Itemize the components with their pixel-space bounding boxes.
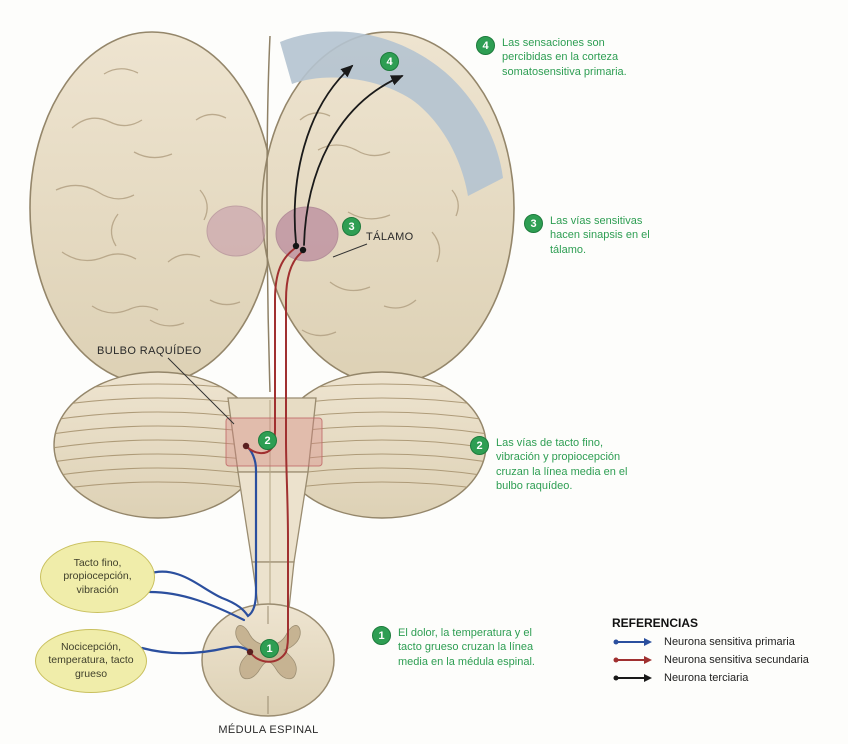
annotation-step-3-text: Las vías sensitivas hacen sinapsis en el… <box>550 215 650 256</box>
annotation-step-3-badge: 3 <box>524 214 543 233</box>
primary-neuron-pathways <box>140 444 258 655</box>
annotation-step-1: 1 El dolor, la temperatura y el tacto gr… <box>372 626 537 669</box>
tertiary-neuron-line-icon <box>613 674 652 682</box>
primary-neuron-line-icon <box>613 638 652 646</box>
label-talamo: TÁLAMO <box>366 231 414 243</box>
annotation-step-3: 3 Las vías sensitivas hacen sinapsis en … <box>524 214 674 257</box>
label-medula-espinal: MÉDULA ESPINAL <box>218 724 319 736</box>
legend-item-primary-label: Neurona sensitiva primaria <box>664 636 795 648</box>
secondary-neuron-line-icon <box>613 656 652 664</box>
stimulus-oval-nociception: Nocicepción, temperatura, tacto grueso <box>35 629 147 693</box>
annotation-step-1-text: El dolor, la temperatura y el tacto grue… <box>398 627 535 668</box>
synapse-dots <box>242 242 307 656</box>
annotation-step-2: 2 Las vías de tacto fino, vibración y pr… <box>470 436 650 493</box>
thalamus <box>206 205 339 262</box>
legend-title: REFERENCIAS <box>612 616 699 630</box>
annotation-step-4-badge: 4 <box>476 36 495 55</box>
legend-references: REFERENCIAS Neurona sensitiva primaria N… <box>598 616 848 684</box>
step-marker-4: 4 <box>380 52 399 71</box>
step-marker-2: 2 <box>258 431 277 450</box>
legend-item-primary: Neurona sensitiva primaria <box>598 636 848 648</box>
spinal-cord <box>201 603 335 717</box>
annotation-step-1-badge: 1 <box>372 626 391 645</box>
legend-item-secondary: Neurona sensitiva secundaria <box>598 654 848 666</box>
step-marker-1: 1 <box>260 639 279 658</box>
legend-item-tertiary-label: Neurona terciaria <box>664 672 749 684</box>
stimulus-oval-nociception-text: Nocicepción, temperatura, tacto grueso <box>48 641 134 680</box>
annotation-step-4-text: Las sensaciones son percibidas en la cor… <box>502 37 627 78</box>
annotation-step-2-text: Las vías de tacto fino, vibración y prop… <box>496 437 628 492</box>
stimulus-oval-fine-touch-text: Tacto fino, propiocepción, vibración <box>63 557 132 596</box>
leader-lines <box>167 243 368 425</box>
cerebellum <box>53 371 487 519</box>
somatosensory-cortex-band <box>280 31 503 197</box>
tertiary-neuron-pathways <box>293 64 404 246</box>
annotation-step-4: 4 Las sensaciones son percibidas en la c… <box>476 36 651 79</box>
legend-item-tertiary: Neurona terciaria <box>598 672 848 684</box>
annotation-step-2-badge: 2 <box>470 436 489 455</box>
sulci-texture <box>55 68 459 337</box>
legend-item-secondary-label: Neurona sensitiva secundaria <box>664 654 809 666</box>
label-bulbo-raquideo: BULBO RAQUÍDEO <box>97 345 202 357</box>
step-marker-3: 3 <box>342 217 361 236</box>
stimulus-oval-fine-touch: Tacto fino, propiocepción, vibración <box>40 541 155 613</box>
